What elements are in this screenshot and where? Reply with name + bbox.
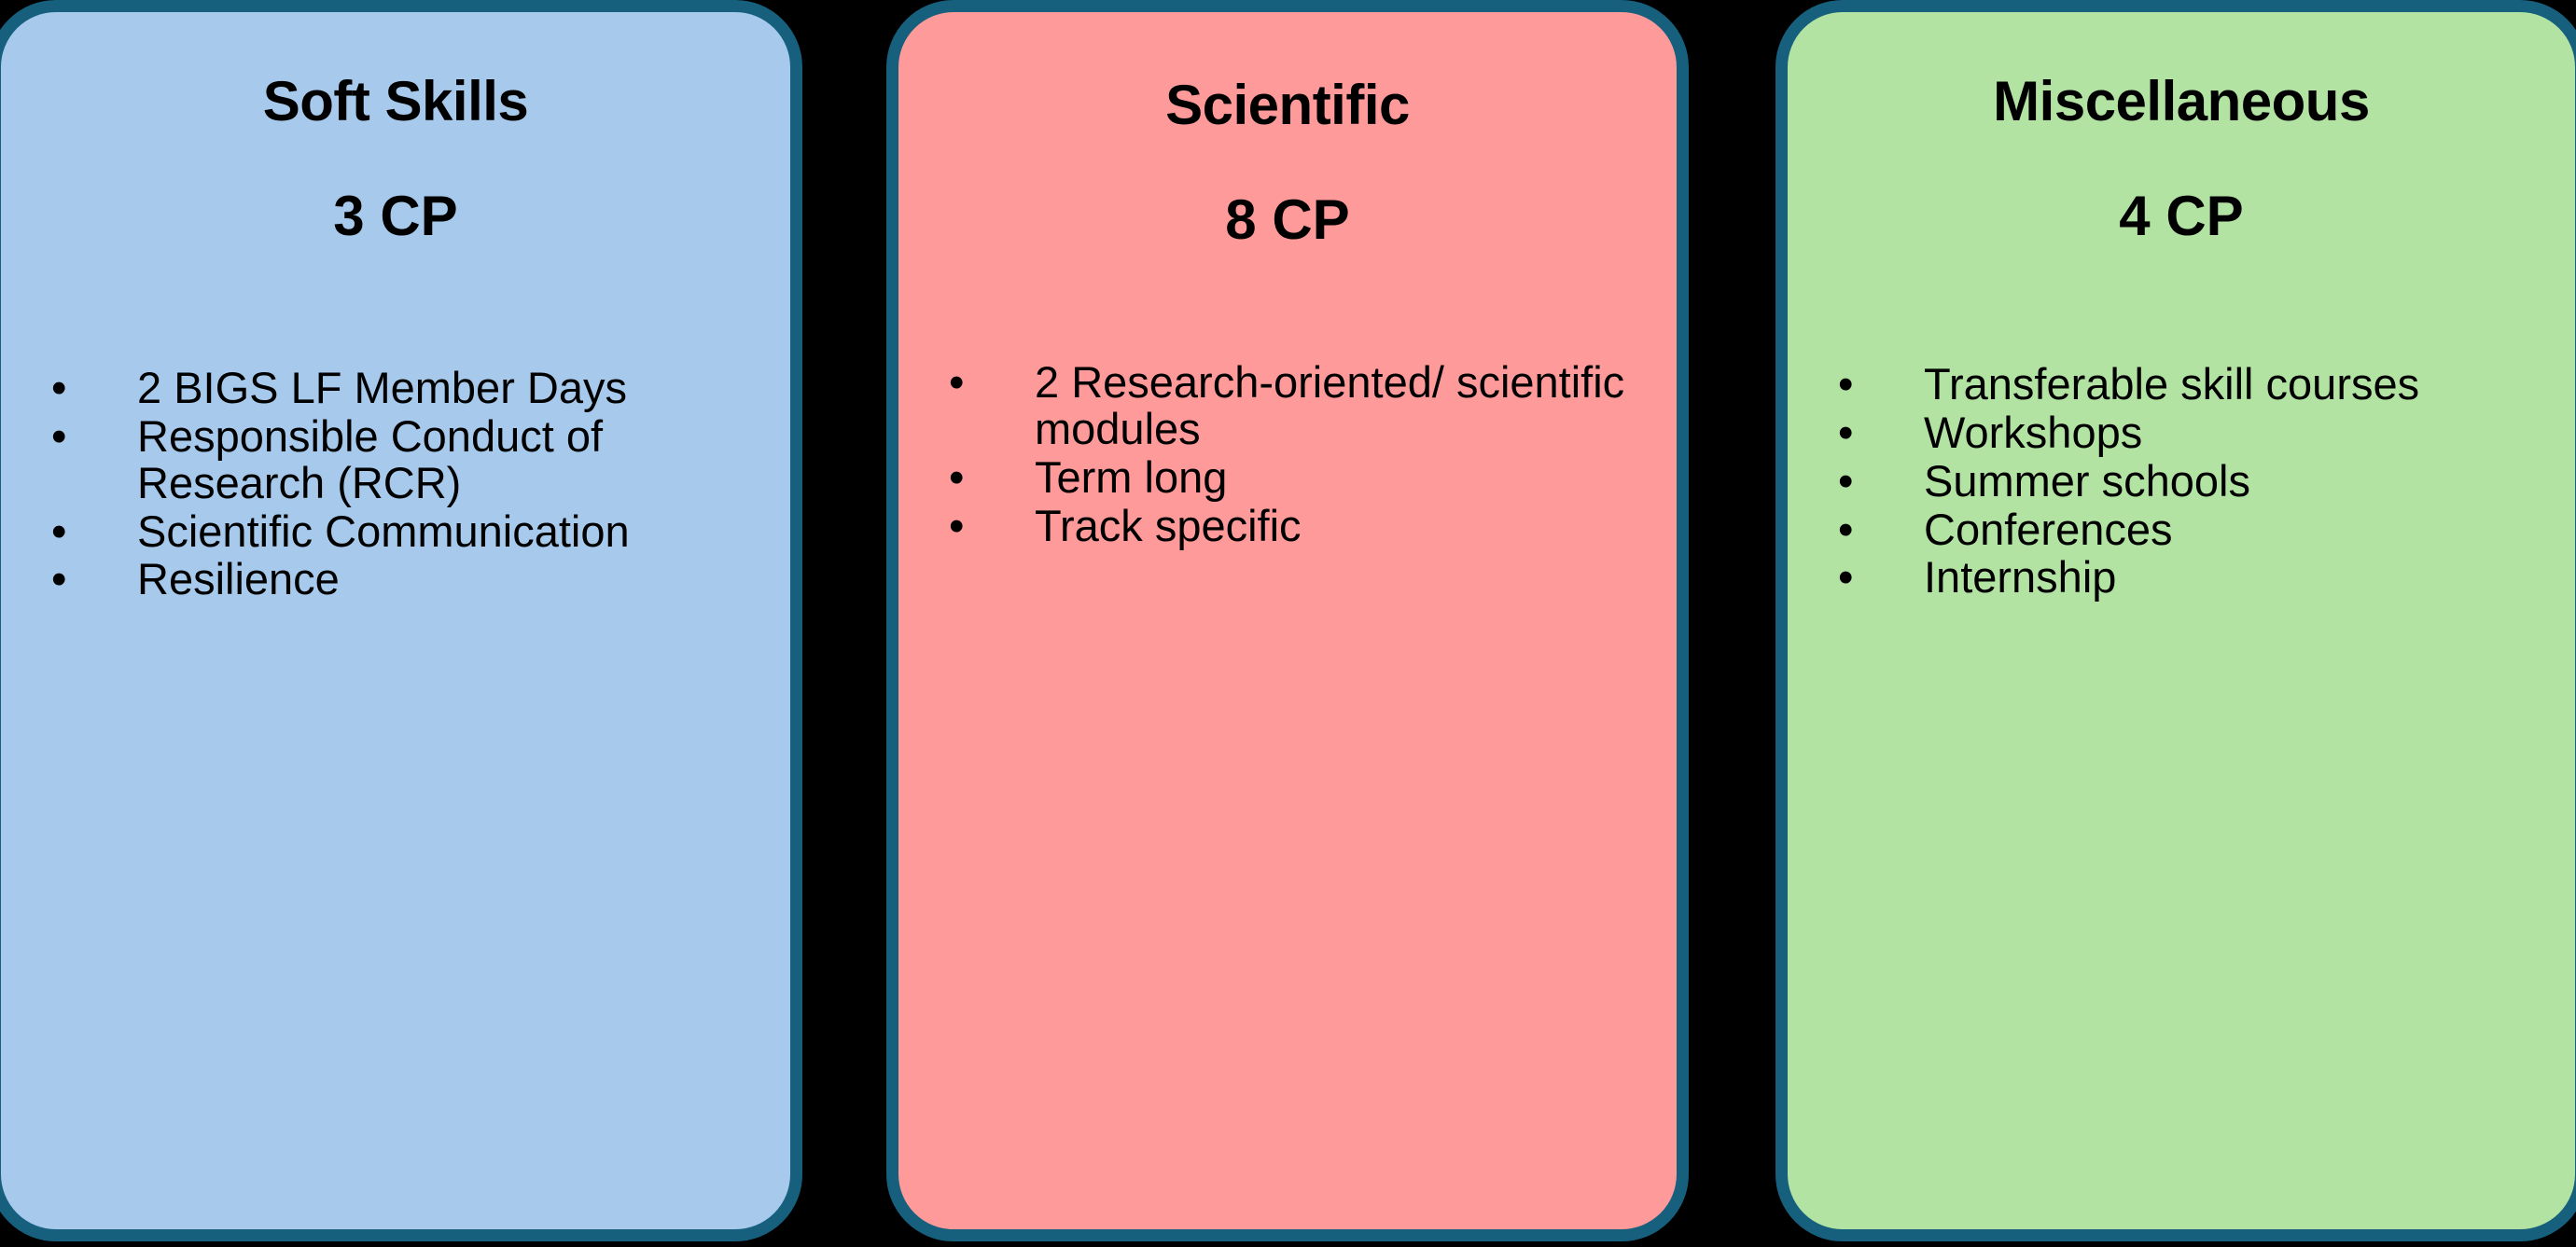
list-item-label: Summer schools	[1924, 455, 2250, 506]
list-item: • Term long	[940, 451, 1639, 502]
list-item-label: Workshops	[1924, 407, 2143, 457]
bullet-point-icon: •	[51, 554, 67, 604]
list-item: • 2 BIGS LF Member Days	[42, 365, 753, 411]
list-item-label: Track specific	[1035, 500, 1302, 550]
bullet-point-icon: •	[949, 357, 965, 408]
card-credits-soft-skills: 3 CP	[333, 184, 458, 247]
list-item: • Conferences	[1829, 506, 2538, 553]
bullet-list-miscellaneous: • Transferable skill courses • Workshops…	[1788, 361, 2575, 603]
card-scientific: Scientific 8 CP • 2 Research-oriented/ s…	[886, 0, 1689, 1241]
bullet-list-soft-skills: • 2 BIGS LF Member Days • Responsible Co…	[1, 365, 790, 604]
card-miscellaneous: Miscellaneous 4 CP • Transferable skill …	[1775, 0, 2576, 1241]
card-title-soft-skills: Soft Skills	[262, 70, 529, 132]
list-item-label: Conferences	[1924, 504, 2173, 554]
list-item: • 2 Research-oriented/ scientific module…	[940, 359, 1639, 452]
bullet-point-icon: •	[51, 363, 67, 413]
list-item: • Summer schools	[1829, 455, 2538, 506]
bullet-point-icon: •	[949, 500, 965, 550]
bullet-point-icon: •	[51, 410, 67, 461]
bullet-point-icon: •	[1838, 407, 1854, 457]
bullet-point-icon: •	[949, 451, 965, 502]
bullet-point-icon: •	[51, 506, 67, 556]
list-item-label: 2 BIGS LF Member Days	[137, 363, 627, 413]
list-item-label: Transferable skill courses	[1924, 359, 2420, 409]
card-title-scientific: Scientific	[1165, 74, 1410, 136]
list-item: • Responsible Conduct of Research (RCR)	[42, 413, 753, 506]
list-item: • Resilience	[42, 556, 753, 603]
list-item: • Transferable skill courses	[1829, 361, 2538, 408]
card-credits-scientific: 8 CP	[1225, 187, 1350, 251]
list-item: • Scientific Communication	[42, 506, 753, 556]
bullet-point-icon: •	[1838, 552, 1854, 603]
list-item-label: Resilience	[137, 554, 340, 604]
list-item: • Internship	[1829, 554, 2538, 601]
list-item-label: 2 Research-oriented/ scientific modules	[1035, 357, 1625, 453]
card-title-miscellaneous: Miscellaneous	[1993, 70, 2370, 132]
bullet-point-icon: •	[1838, 455, 1854, 506]
list-item-label: Internship	[1924, 552, 2117, 603]
bullet-point-icon: •	[1838, 359, 1854, 409]
card-credits-miscellaneous: 4 CP	[2119, 184, 2244, 247]
bullet-point-icon: •	[1838, 504, 1854, 554]
list-item: • Workshops	[1829, 409, 2538, 456]
list-item: • Track specific	[940, 500, 1639, 550]
bullet-list-scientific: • 2 Research-oriented/ scientific module…	[898, 359, 1677, 550]
card-soft-skills: Soft Skills 3 CP • 2 BIGS LF Member Days…	[0, 0, 802, 1241]
list-item-label: Term long	[1035, 451, 1228, 502]
list-item-label: Scientific Communication	[137, 506, 630, 556]
list-item-label: Responsible Conduct of Research (RCR)	[137, 410, 604, 507]
